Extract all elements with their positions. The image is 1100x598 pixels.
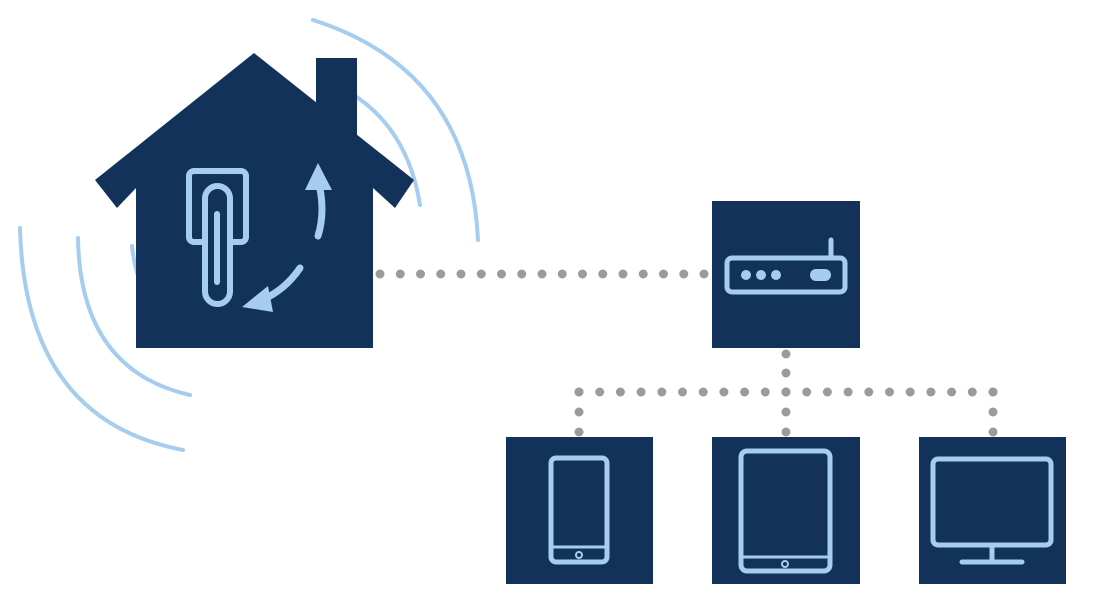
connector-dot bbox=[456, 269, 466, 279]
arrow-down-head bbox=[242, 286, 273, 312]
connector-dot bbox=[699, 269, 709, 279]
connector-dot bbox=[760, 387, 770, 397]
connector-dot bbox=[905, 387, 915, 397]
tablet-icon bbox=[738, 448, 833, 574]
connector-dot bbox=[636, 387, 646, 397]
wave-right-outer bbox=[311, 18, 480, 242]
connector-dot bbox=[719, 387, 729, 397]
connector-dot bbox=[476, 269, 486, 279]
connector-dot bbox=[843, 387, 853, 397]
connector-dot bbox=[781, 349, 791, 359]
connector-dot bbox=[802, 387, 812, 397]
connector-dot bbox=[988, 387, 998, 397]
connector-dot bbox=[679, 269, 689, 279]
house-body bbox=[95, 53, 414, 348]
connector-dot bbox=[781, 368, 791, 378]
connector-dot bbox=[578, 269, 587, 279]
connector-dot bbox=[497, 269, 506, 279]
phone-node bbox=[506, 437, 653, 584]
connector-router-devices bbox=[574, 349, 998, 437]
connector-dot bbox=[781, 387, 791, 397]
connector-dot bbox=[988, 407, 998, 417]
connector-dot bbox=[574, 407, 584, 417]
tablet-box bbox=[712, 437, 860, 584]
connector-dot bbox=[657, 387, 667, 397]
router-box bbox=[712, 201, 860, 348]
connector-dot bbox=[822, 387, 832, 397]
connector-dot bbox=[885, 387, 894, 397]
connector-dot bbox=[615, 387, 625, 397]
connector-dot bbox=[947, 387, 957, 397]
router-icon bbox=[724, 237, 848, 295]
wave-left-outer bbox=[18, 226, 185, 452]
wave-left-middle bbox=[76, 236, 192, 397]
connector-dot bbox=[416, 269, 425, 279]
connector-dot bbox=[638, 269, 648, 279]
connector-dot bbox=[618, 269, 628, 279]
connector-dot bbox=[659, 269, 668, 279]
connector-dot bbox=[926, 387, 936, 397]
connector-dot bbox=[864, 387, 874, 397]
connector-dot bbox=[537, 269, 547, 279]
connector-dot bbox=[557, 269, 567, 279]
smartphone-icon bbox=[548, 455, 610, 565]
connector-dot bbox=[781, 427, 791, 437]
connector-dot bbox=[436, 269, 446, 279]
connector-house-router bbox=[375, 269, 709, 279]
connector-dot bbox=[678, 387, 687, 397]
connector-dot bbox=[574, 427, 584, 437]
connector-dot bbox=[595, 387, 605, 397]
connector-dot bbox=[517, 269, 527, 279]
connector-dot bbox=[698, 387, 708, 397]
desktop-monitor-icon bbox=[930, 456, 1054, 565]
connector-dot bbox=[375, 269, 385, 279]
router-node bbox=[712, 201, 860, 348]
monitor-node bbox=[919, 437, 1066, 584]
connector-dot bbox=[781, 407, 791, 417]
connector-dot bbox=[740, 387, 750, 397]
tablet-node bbox=[712, 437, 860, 584]
connector-dot bbox=[598, 269, 608, 279]
connector-dot bbox=[967, 387, 977, 397]
connector-dot bbox=[395, 269, 405, 279]
house-with-smart-thermostat-icon bbox=[95, 53, 414, 348]
connector-dot bbox=[574, 387, 584, 397]
connector-dot bbox=[988, 427, 998, 437]
arrow-up-head bbox=[305, 163, 332, 190]
